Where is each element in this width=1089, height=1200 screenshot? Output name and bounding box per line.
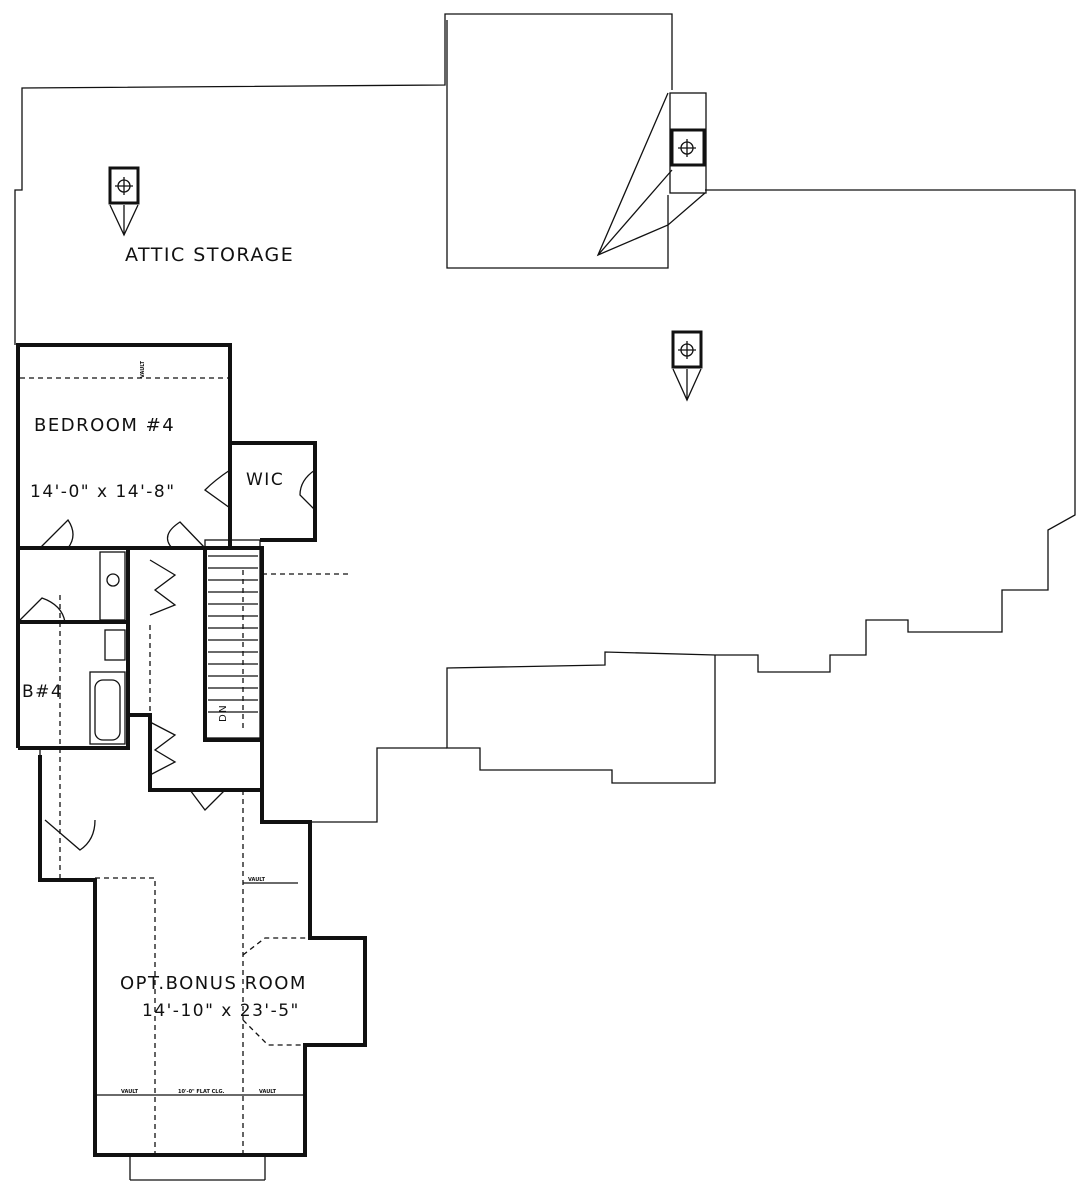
bath-fixtures [89,551,126,745]
ceiling-lines [20,377,365,1155]
attic-vent-icon [671,330,703,402]
walls [16,343,367,1181]
attic-outline [14,13,1076,823]
attic-vent-icon [108,166,140,237]
bedroom-4-size: 14'-0" x 14'-8" [30,482,176,502]
flat-ceiling-note: 10'-0" FLAT CLG. [178,1089,225,1095]
bonus-room-label: OPT.BONUS ROOM [120,973,307,994]
doors [17,469,316,851]
stairs-down-label: DN [218,704,229,722]
vault-note: VAULT [248,877,266,883]
bath-4-label: B#4 [22,682,63,702]
vault-note: VAULT [121,1089,139,1095]
vault-note: VAULT [140,360,146,378]
bedroom-4-label: BEDROOM #4 [34,415,175,436]
attic-storage-label: ATTIC STORAGE [125,244,294,266]
stairs [204,539,261,739]
wic-label: WIC [246,470,284,490]
chimney [596,92,707,257]
vault-note: VAULT [259,1089,277,1095]
bonus-room-size: 14'-10" x 23'-5" [142,1001,300,1021]
